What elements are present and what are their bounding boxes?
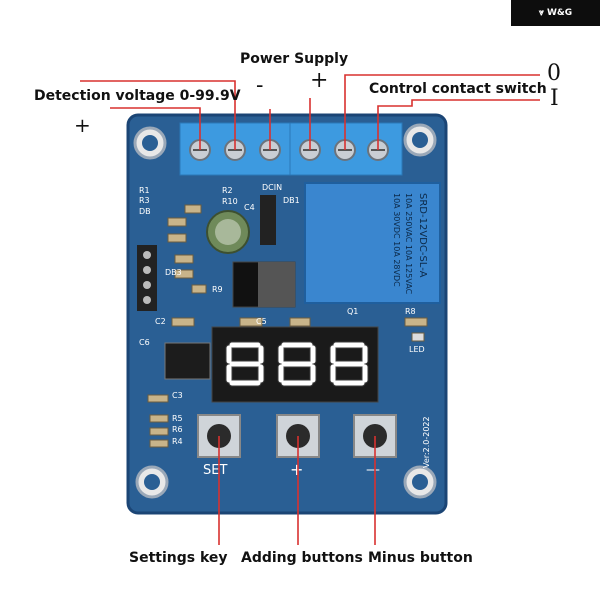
silk-db3: DB3 xyxy=(165,268,182,277)
power-supply-label: Power Supply xyxy=(240,51,349,67)
electrolytic-capacitor xyxy=(206,210,250,254)
silk-c4: C4 xyxy=(244,203,255,212)
pin-header xyxy=(137,245,157,311)
relay-label-2: 10A 250VAC 10A 125VAC xyxy=(404,193,413,295)
silk-r10: R10 xyxy=(222,197,238,206)
leader-contact-0 xyxy=(344,74,540,150)
silk-c2: C2 xyxy=(155,317,166,326)
leader-detect-minus xyxy=(80,80,236,150)
contact-off-symbol: 0 xyxy=(547,61,561,86)
diode xyxy=(260,195,276,245)
silk-db: DB xyxy=(139,207,151,216)
silk-minus: — xyxy=(366,462,380,478)
terminal-screws xyxy=(189,139,389,161)
supply-minus-symbol: - xyxy=(256,73,264,98)
silk-r3: R3 xyxy=(139,196,150,205)
silk-set: SET xyxy=(203,463,227,478)
leader-lines xyxy=(80,74,540,545)
silk-dcin: DCIN xyxy=(262,183,282,192)
silk-r5: R5 xyxy=(172,414,183,423)
silk-r8: R8 xyxy=(405,307,416,316)
brand-logo: ⩔W&G xyxy=(511,0,600,26)
leader-contact-i xyxy=(377,99,540,150)
silk-led: LED xyxy=(409,345,425,354)
silk-r9: R9 xyxy=(212,285,223,294)
supply-plus-symbol: + xyxy=(310,68,329,93)
silk-r6: R6 xyxy=(172,425,183,434)
seven-segment-display xyxy=(211,326,379,403)
voltage-regulator xyxy=(232,261,296,308)
minus-button-label: Minus button xyxy=(368,550,473,566)
smd-components xyxy=(147,204,428,448)
silk-r2: R2 xyxy=(222,186,233,195)
settings-key-label: Settings key xyxy=(129,550,228,566)
detection-voltage-label: Detection voltage 0-99.9V xyxy=(34,88,241,104)
relay-label-1: SRD-12VDC-SL-A xyxy=(417,193,428,278)
relay: SRD-12VDC-SL-A 10A 250VAC 10A 125VAC 10A… xyxy=(304,182,441,304)
microcontroller-chip xyxy=(164,342,211,380)
silk-c3: C3 xyxy=(172,391,183,400)
silk-c6: C6 xyxy=(139,338,150,347)
contact-on-symbol: I xyxy=(550,86,559,111)
detect-plus-symbol: + xyxy=(74,113,91,137)
silk-r1: R1 xyxy=(139,186,150,195)
silkscreen: R1 R3 DB R2 R10 C4 DCIN DB1 DB3 R9 C2 C5… xyxy=(139,183,431,479)
logo-wing-icon: ⩔ xyxy=(538,8,544,18)
adding-buttons-label: Adding buttons xyxy=(241,550,363,566)
silk-c5: C5 xyxy=(256,317,267,326)
control-contact-label: Control contact switch xyxy=(369,81,547,97)
leader-detect-plus xyxy=(110,107,201,150)
silk-plus: + xyxy=(290,460,303,479)
silk-r4: R4 xyxy=(172,437,183,446)
silk-q1: Q1 xyxy=(347,307,358,316)
relay-label-3: 10A 30VDC 10A 28VDC xyxy=(392,193,401,287)
silk-db1: DB1 xyxy=(283,196,300,205)
silk-version: Ver:2.0-2022 xyxy=(422,416,431,468)
